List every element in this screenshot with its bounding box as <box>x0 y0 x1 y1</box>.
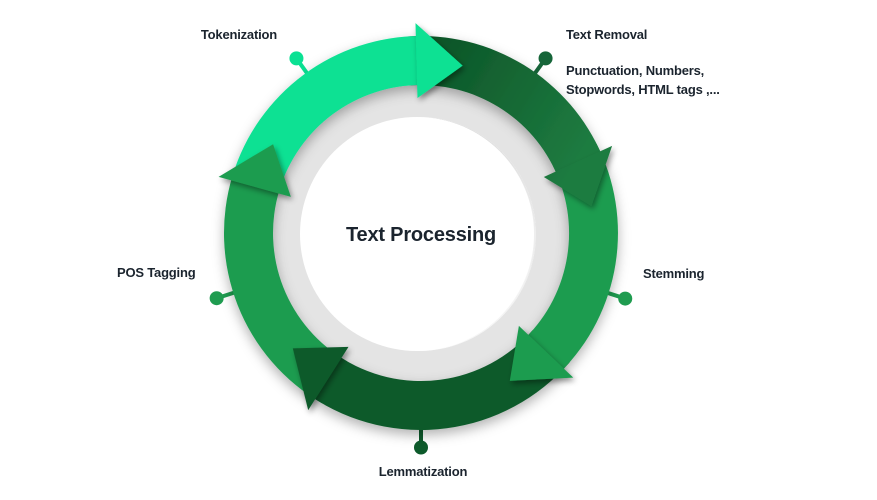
arrow-head-stemming <box>509 325 574 381</box>
label-text-removal-details: Punctuation, Numbers, Stopwords, HTML ta… <box>566 62 720 99</box>
label-lemmatization: Lemmatization <box>378 464 468 479</box>
segment-pos-tagging <box>223 175 347 404</box>
arrow-segments-layer <box>223 36 618 430</box>
pin-dot-lemmatization <box>414 440 428 455</box>
label-stemming: Stemming <box>643 266 705 281</box>
text-removal-detail-line-2: Stopwords, HTML tags ,... <box>566 81 720 97</box>
pin-dot-tokenization <box>289 51 304 66</box>
arrow-head-text-removal <box>543 145 613 206</box>
segment-stemming <box>525 143 618 373</box>
center-circle <box>300 117 534 351</box>
segment-text-removal <box>407 36 603 176</box>
pin-dot-stemming <box>618 291 633 306</box>
label-tokenization: Tokenization <box>200 27 277 42</box>
pin-dot-text-removal <box>538 51 553 66</box>
arrow-head-pos-tagging <box>218 144 291 197</box>
label-text-removal: Text Removal <box>566 27 648 42</box>
label-pos-tagging: POS Tagging <box>117 265 196 280</box>
inner-gray-ring <box>268 83 570 385</box>
pin-dot-pos-tagging <box>209 291 224 306</box>
text-removal-detail-line-1: Punctuation, Numbers, <box>566 63 705 78</box>
segment-tokenization <box>232 36 421 190</box>
diagram-center-title: Text Processing <box>345 224 497 246</box>
segment-lemmatization <box>310 330 570 430</box>
arrow-head-tokenization <box>415 23 463 99</box>
arrow-head-lemmatization <box>292 346 349 411</box>
arrow-heads-layer <box>218 23 613 411</box>
